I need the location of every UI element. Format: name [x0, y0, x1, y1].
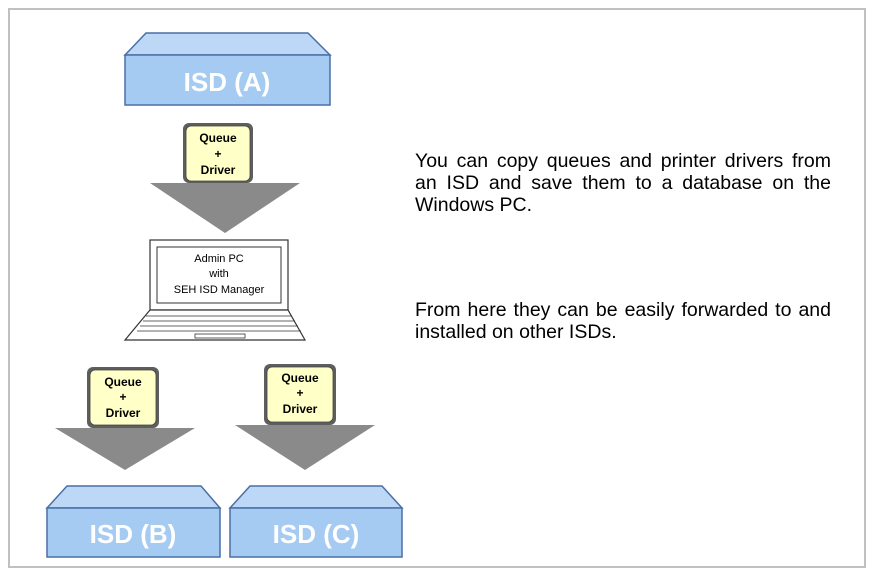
- isd-a-label: ISD (A): [184, 67, 271, 97]
- transfer-arrow-down-c: Queue + Driver: [235, 364, 375, 470]
- transfer-arrow-down-pc: Queue + Driver: [150, 123, 300, 233]
- plus-label: +: [119, 390, 126, 404]
- isd-c-device: ISD (C): [228, 485, 404, 558]
- isd-c-label: ISD (C): [273, 519, 360, 549]
- isd-b-label: ISD (B): [90, 519, 177, 549]
- queue-label: Queue: [104, 375, 142, 389]
- admin-pc-line1: Admin PC: [194, 253, 244, 265]
- plus-label: +: [296, 386, 303, 400]
- driver-label: Driver: [106, 406, 141, 420]
- driver-label: Driver: [201, 163, 236, 177]
- isd-b-device: ISD (B): [45, 485, 222, 558]
- down-arrow-icon: [150, 183, 300, 233]
- down-arrow-icon: [55, 428, 195, 470]
- isd-a-device: ISD (A): [123, 32, 332, 106]
- transfer-arrow-down-b: Queue + Driver: [55, 367, 195, 470]
- laptop-keyboard-icon: [123, 309, 307, 341]
- description-paragraph-2: From here they can be easily forwarded t…: [415, 299, 831, 343]
- admin-pc-laptop: Admin PC with SEH ISD Manager: [123, 239, 307, 341]
- queue-label: Queue: [281, 371, 319, 385]
- queue-label: Queue: [199, 131, 237, 145]
- driver-label: Driver: [283, 402, 318, 416]
- plus-label: +: [214, 147, 221, 161]
- description-paragraph-1: You can copy queues and printer drivers …: [415, 150, 831, 216]
- admin-pc-line3: SEH ISD Manager: [174, 284, 265, 296]
- admin-pc-line2: with: [208, 268, 229, 280]
- down-arrow-icon: [235, 425, 375, 470]
